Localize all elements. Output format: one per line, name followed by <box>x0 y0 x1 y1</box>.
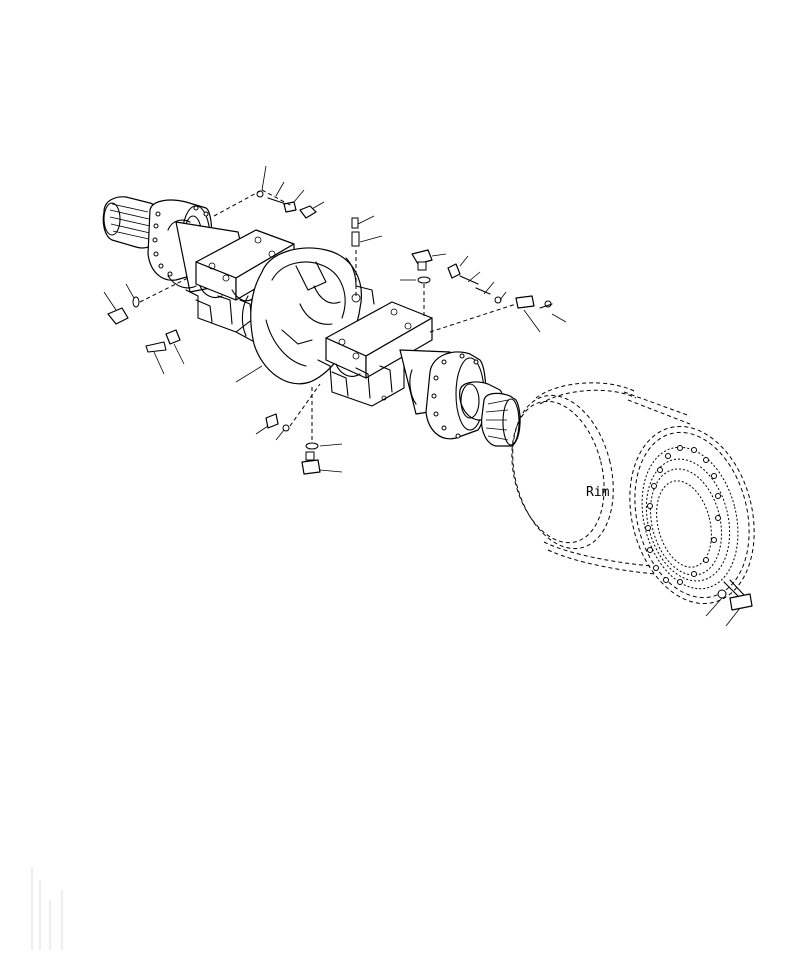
upper-drain-plug <box>400 249 447 318</box>
rim-bolt <box>705 579 753 627</box>
top-center-plugs <box>351 215 383 296</box>
right-mounting-pad <box>317 301 433 407</box>
bottom-plugs <box>255 383 343 475</box>
right-axle-shaft <box>399 349 521 447</box>
left-side-parts <box>103 277 263 383</box>
right-top-parts <box>429 255 567 333</box>
rim-label: Rim <box>586 485 610 500</box>
wheel-rim: Rim <box>511 382 755 605</box>
rim-bolt-holes <box>645 445 721 585</box>
page-margin-marks <box>31 868 63 950</box>
top-left-parts <box>213 165 325 219</box>
